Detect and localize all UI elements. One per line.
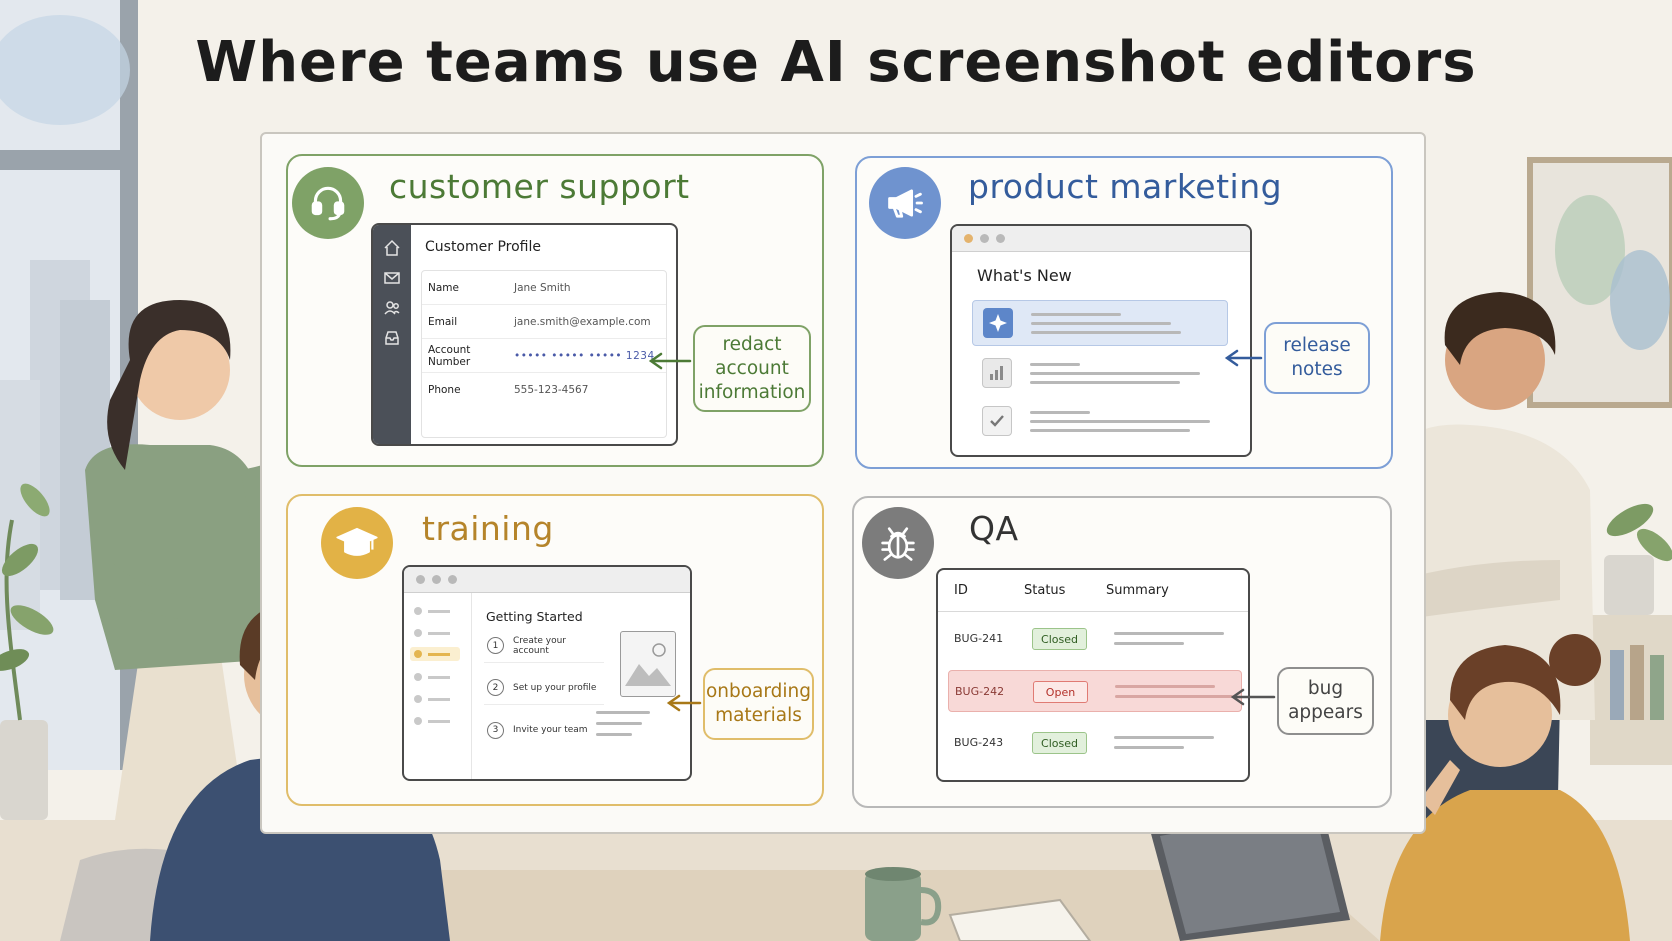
profile-sidebar bbox=[373, 225, 411, 444]
window-dot bbox=[432, 575, 441, 584]
callout-redact: redact account information bbox=[693, 325, 811, 412]
bug-id: BUG-243 bbox=[954, 736, 1004, 749]
step-label: Invite your team bbox=[513, 725, 588, 735]
sidebar-item-active[interactable] bbox=[410, 647, 460, 661]
window-title-whats-new: What's New bbox=[977, 266, 1072, 285]
profile-fields: Name Jane Smith Email jane.smith@example… bbox=[421, 270, 667, 438]
presenter-woman bbox=[85, 300, 385, 820]
bug-id: BUG-242 bbox=[955, 685, 1005, 698]
window-dot bbox=[996, 234, 1005, 243]
window-dot bbox=[980, 234, 989, 243]
image-placeholder-icon bbox=[620, 631, 676, 697]
column-header-summary: Summary bbox=[1106, 583, 1169, 598]
release-item[interactable] bbox=[972, 398, 1228, 444]
field-value: jane.smith@example.com bbox=[514, 315, 651, 328]
field-row-account-number: Account Number ••••• ••••• ••••• 1234 bbox=[422, 339, 666, 373]
field-label: Phone bbox=[428, 384, 461, 396]
window-title-customer-profile: Customer Profile bbox=[425, 239, 541, 255]
sidebar-item[interactable] bbox=[414, 673, 450, 681]
release-item-highlighted[interactable] bbox=[972, 300, 1228, 346]
customer-profile-window: Customer Profile Name Jane Smith Email j… bbox=[371, 223, 678, 446]
step-number: 3 bbox=[487, 721, 504, 739]
window-left bbox=[0, 0, 138, 770]
content-lines bbox=[596, 711, 650, 736]
status-badge: Closed bbox=[1032, 628, 1087, 650]
coffee-mug bbox=[865, 867, 942, 941]
wall-art bbox=[1527, 157, 1672, 408]
page-title: Where teams use AI screenshot editors bbox=[195, 30, 1477, 95]
step-number: 1 bbox=[487, 637, 504, 654]
callout-release-notes: release notes bbox=[1264, 322, 1370, 394]
status-badge: Open bbox=[1033, 681, 1088, 703]
release-item[interactable] bbox=[972, 350, 1228, 396]
window-title-getting-started: Getting Started bbox=[486, 609, 583, 624]
getting-started-window: Getting Started 1 Create your account 2 … bbox=[402, 565, 692, 781]
laptop bbox=[1150, 800, 1350, 941]
window-dot bbox=[448, 575, 457, 584]
window-titlebar bbox=[404, 567, 690, 593]
field-label: Account Number bbox=[428, 343, 471, 368]
callout-bug-appears: bug appears bbox=[1277, 667, 1374, 735]
mail-icon[interactable] bbox=[383, 269, 401, 287]
table-header: ID Status Summary bbox=[938, 570, 1248, 612]
users-icon[interactable] bbox=[383, 299, 401, 317]
table-row[interactable]: BUG-241 Closed bbox=[948, 618, 1242, 660]
field-value: 555-123-4567 bbox=[514, 384, 589, 396]
masked-account-value: ••••• ••••• ••••• 1234 bbox=[514, 349, 655, 362]
headset-icon bbox=[292, 167, 364, 239]
panel-heading-qa: QA bbox=[969, 509, 1019, 548]
window-dot bbox=[416, 575, 425, 584]
field-row-name: Name Jane Smith bbox=[422, 271, 666, 305]
sparkle-icon bbox=[983, 308, 1013, 338]
bug-id: BUG-241 bbox=[954, 632, 1004, 645]
bug-icon bbox=[862, 507, 934, 579]
callout-onboarding: onboarding materials bbox=[703, 668, 814, 740]
panel-heading-marketing: product marketing bbox=[968, 167, 1283, 206]
step-number: 2 bbox=[487, 679, 504, 696]
inbox-icon[interactable] bbox=[383, 329, 401, 347]
sidebar-item[interactable] bbox=[414, 629, 450, 637]
whats-new-window: What's New bbox=[950, 224, 1252, 457]
sidebar-item[interactable] bbox=[414, 695, 450, 703]
field-row-email: Email jane.smith@example.com bbox=[422, 305, 666, 339]
sidebar-item[interactable] bbox=[414, 717, 450, 725]
column-header-id: ID bbox=[954, 583, 968, 598]
step-label: Create your account bbox=[513, 635, 567, 656]
home-icon[interactable] bbox=[383, 239, 401, 257]
onboarding-step[interactable]: 3 Invite your team bbox=[484, 713, 604, 747]
table-row-highlighted[interactable]: BUG-242 Open bbox=[948, 670, 1242, 712]
notepad bbox=[948, 898, 1092, 941]
panel-heading-training: training bbox=[422, 509, 554, 548]
onboarding-step[interactable]: 1 Create your account bbox=[484, 629, 604, 663]
bar-chart-icon bbox=[982, 358, 1012, 388]
field-label: Name bbox=[428, 281, 459, 294]
column-header-status: Status bbox=[1024, 583, 1066, 598]
onboarding-step[interactable]: 2 Set up your profile bbox=[484, 671, 604, 705]
status-badge: Closed bbox=[1032, 732, 1087, 754]
plant-right bbox=[1590, 503, 1672, 765]
sidebar-item[interactable] bbox=[414, 607, 450, 615]
panel-heading-support: customer support bbox=[389, 167, 690, 206]
field-row-phone: Phone 555-123-4567 bbox=[422, 373, 666, 407]
field-label: Email bbox=[428, 315, 458, 328]
table-row[interactable]: BUG-243 Closed bbox=[948, 722, 1242, 764]
seated-woman bbox=[1380, 634, 1630, 941]
course-sidebar bbox=[404, 593, 472, 779]
megaphone-icon bbox=[869, 167, 941, 239]
window-dot bbox=[964, 234, 973, 243]
step-label: Set up your profile bbox=[513, 682, 597, 693]
plant-left bbox=[0, 483, 54, 820]
checkbox-icon bbox=[982, 406, 1012, 436]
graduation-cap-icon bbox=[321, 507, 393, 579]
bug-tracker-window: ID Status Summary BUG-241 Closed BUG-242… bbox=[936, 568, 1250, 782]
field-value: Jane Smith bbox=[514, 281, 571, 294]
window-titlebar bbox=[952, 226, 1250, 252]
